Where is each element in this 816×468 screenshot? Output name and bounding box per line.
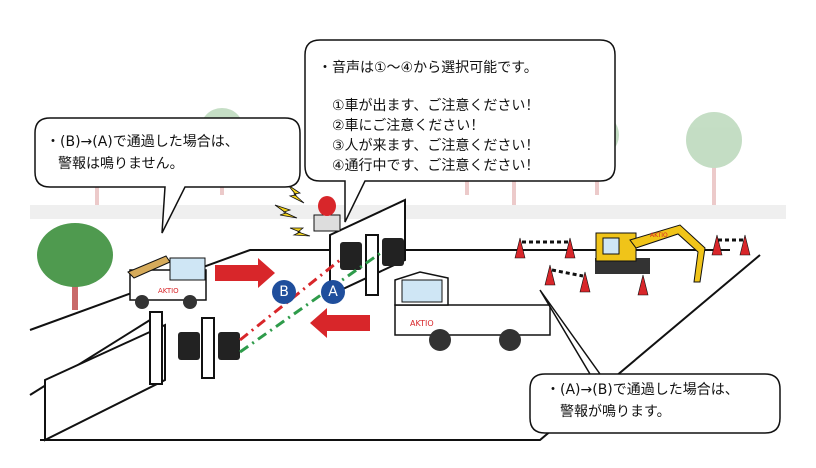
cone-icon	[579, 271, 591, 293]
pickup-logo: AKTIO	[158, 287, 179, 295]
bubble-left-line2: 警報は鳴りません。	[58, 156, 184, 172]
excavator-icon: AKTIO	[595, 224, 706, 283]
sensor-a-label: A	[328, 284, 338, 300]
traffic-cones	[514, 234, 751, 296]
bubble-right	[529, 289, 781, 434]
cone-bars	[522, 238, 744, 278]
cone-icon	[739, 234, 751, 256]
truck-icon: AKTIO	[394, 271, 551, 351]
cone-icon	[564, 237, 576, 259]
bubble-right-line2: 警報が鳴ります。	[560, 404, 671, 420]
cone-icon	[637, 274, 649, 296]
voice-option-2: ②車にご注意ください！	[332, 118, 485, 134]
sensor-b-marker	[272, 280, 296, 304]
voice-option-1: ①車が出ます、ご注意ください！	[332, 98, 540, 114]
bubble-right-line1: ・(A)→(B)で通過した場合は、	[546, 382, 739, 398]
alarm-flash-icon	[274, 184, 311, 237]
arrow-left-icon	[310, 308, 370, 338]
bubble-top	[304, 39, 616, 223]
cone-icon	[711, 234, 723, 256]
gate-wall-left	[44, 311, 166, 442]
cone-icon	[514, 237, 526, 259]
foreground-tree-icon	[37, 223, 113, 310]
bubble-top-intro: ・音声は①～④から選択可能です。	[318, 60, 538, 76]
bubble-left-line1: ・(B)→(A)で通過した場合は、	[46, 134, 239, 150]
beam-green-line	[239, 250, 383, 354]
excavator-logo: AKTIO	[650, 232, 668, 239]
arrow-right-icon	[215, 258, 275, 288]
cone-icon	[544, 264, 556, 286]
voice-option-4: ④通行中です、ご注意ください！	[332, 158, 540, 174]
truck-logo: AKTIO	[410, 319, 434, 328]
sensor-a-marker	[321, 280, 345, 304]
pickup-truck-icon: AKTIO	[127, 255, 207, 309]
bubble-left	[34, 117, 301, 234]
background-fence	[30, 205, 786, 219]
warning-light-icon	[313, 196, 341, 232]
sensor-post-left	[178, 317, 240, 379]
tree-icon	[686, 112, 742, 210]
sensor-b-label: B	[279, 284, 289, 300]
sensor-post-right	[340, 234, 404, 296]
voice-option-3: ③人が来ます、ご注意ください！	[332, 138, 540, 154]
